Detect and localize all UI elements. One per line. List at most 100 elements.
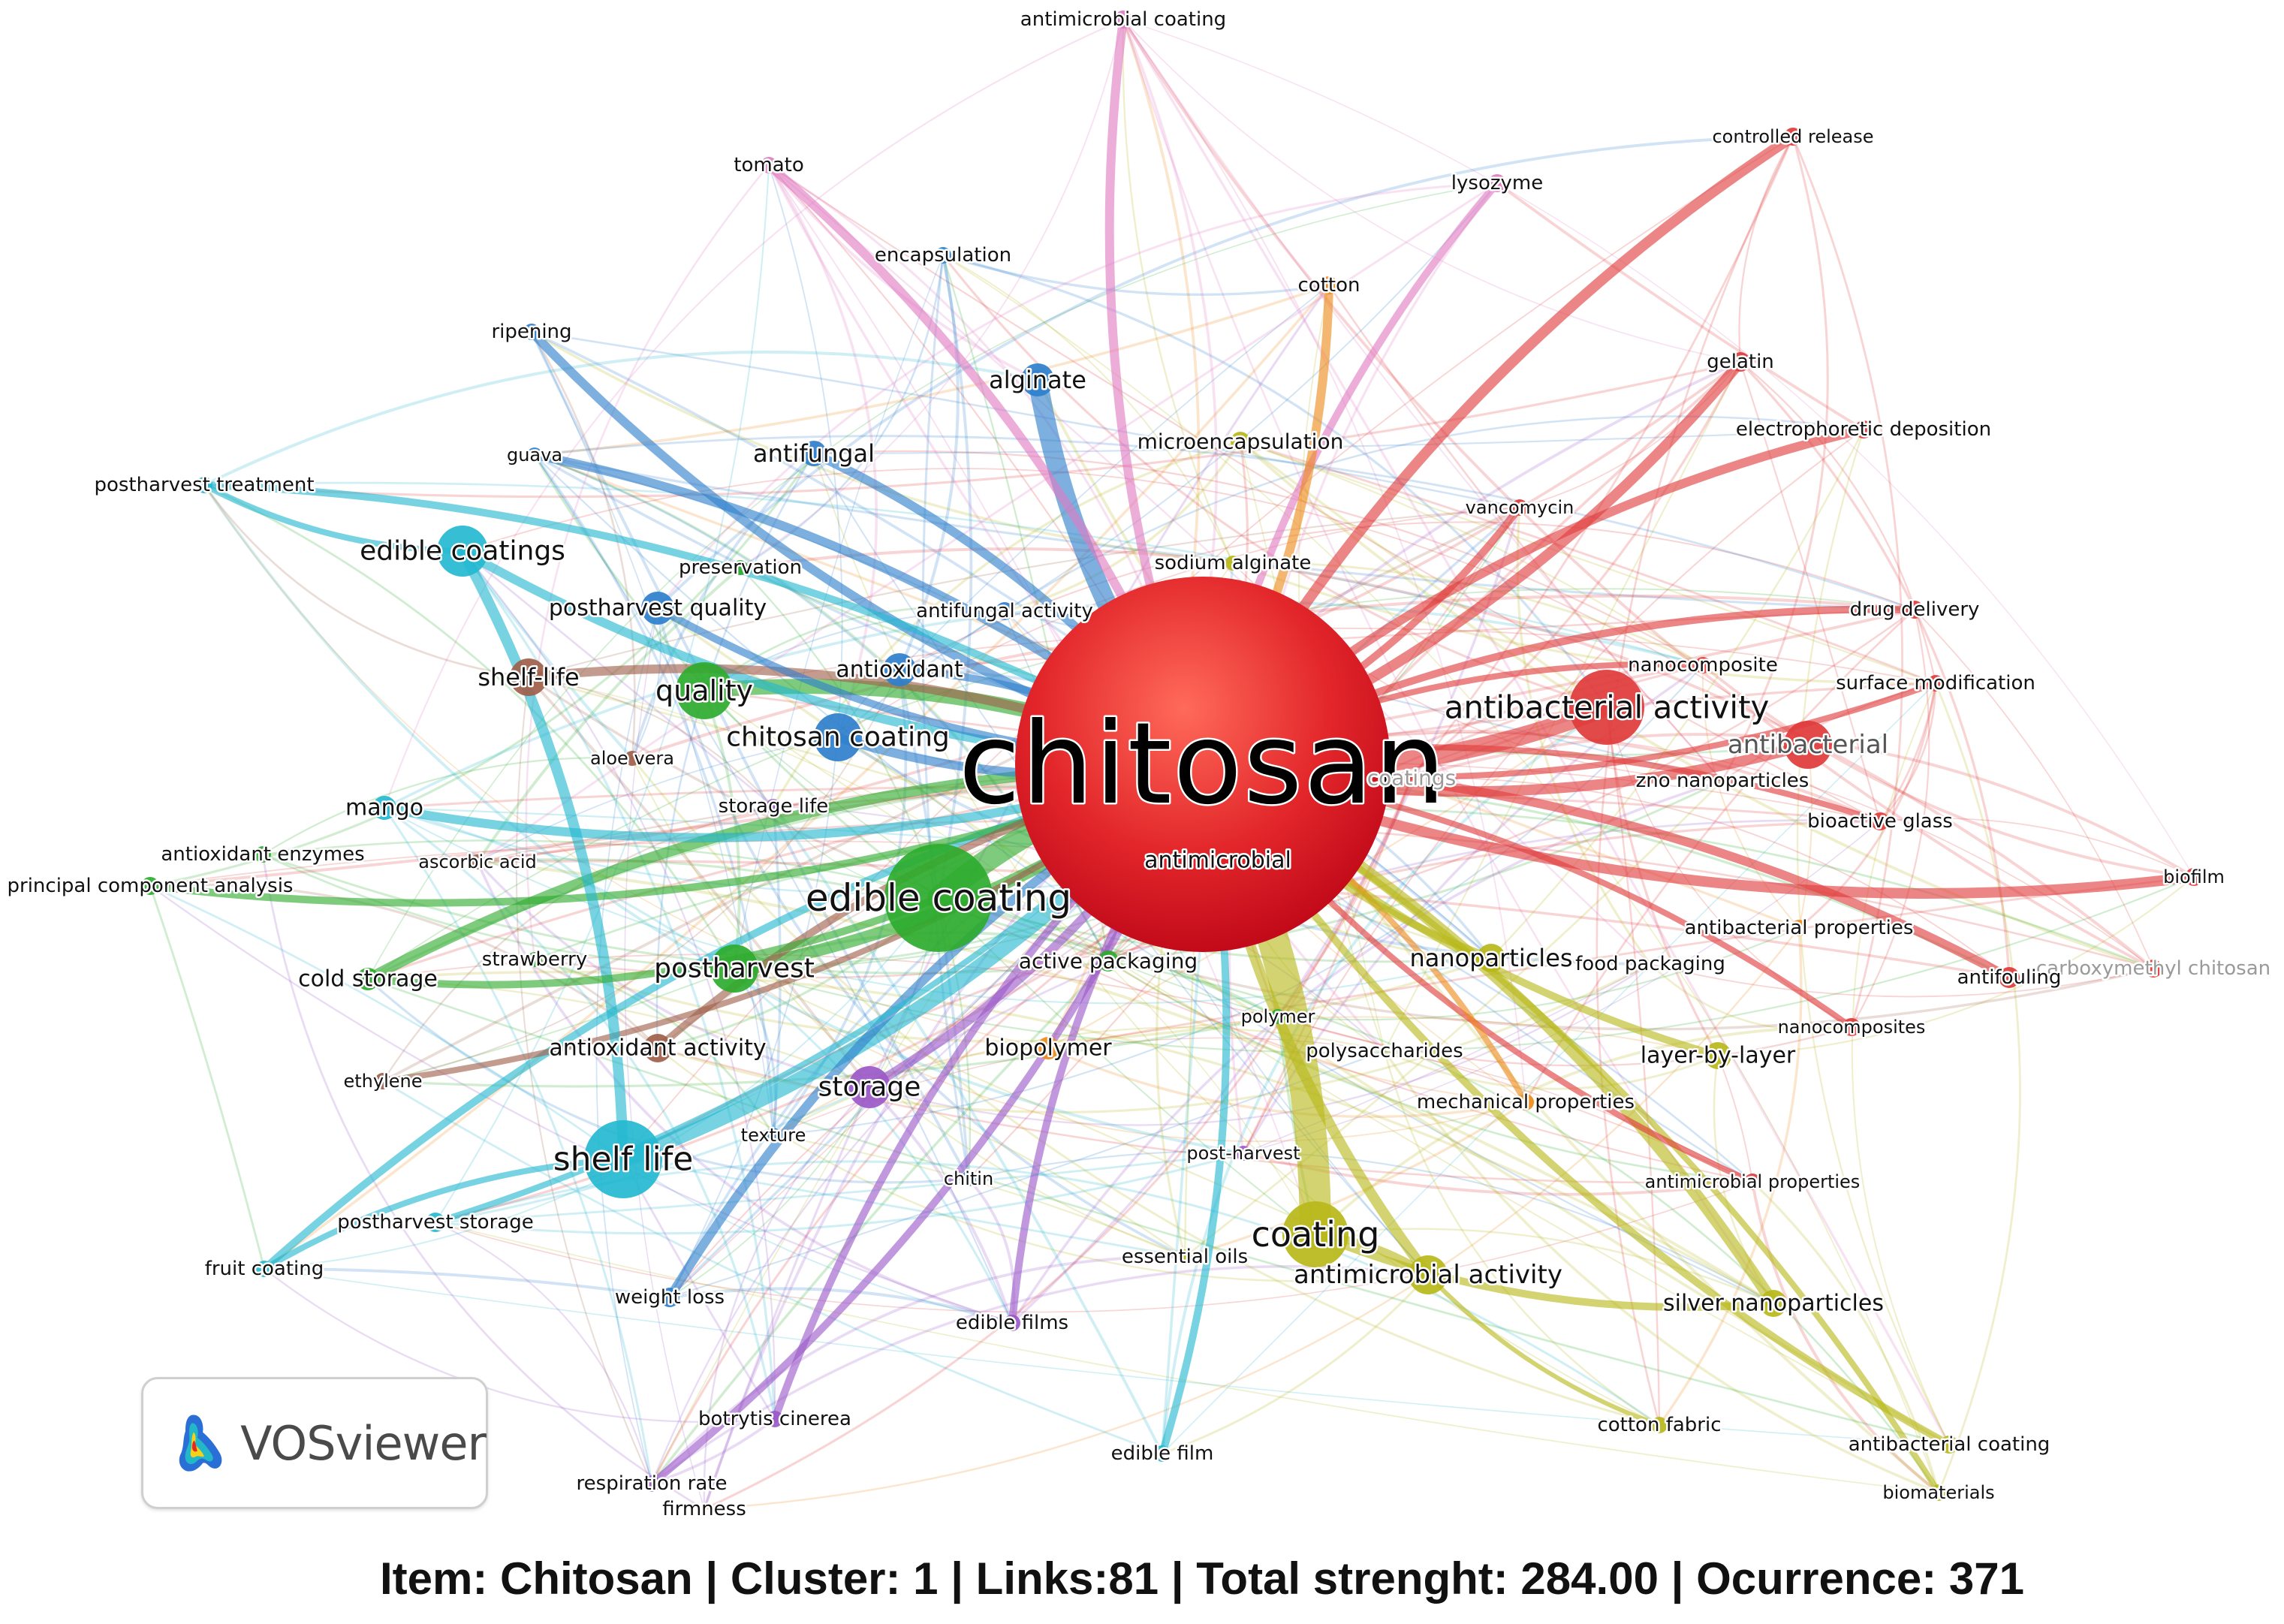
node-texture[interactable] — [766, 1128, 781, 1143]
node-postharvest[interactable] — [710, 945, 758, 993]
node-nanoparticles[interactable] — [1477, 944, 1505, 972]
label-principal-component-analysis: principal component analysis — [8, 875, 294, 897]
node-antifungal[interactable] — [801, 441, 827, 466]
background-link — [1717, 876, 2195, 1057]
node-nanocomposite[interactable] — [1695, 657, 1711, 673]
node-chitin[interactable] — [961, 1171, 976, 1186]
background-link — [1701, 664, 1800, 929]
node-antioxidant[interactable] — [883, 653, 916, 686]
node-strawberry[interactable] — [527, 952, 542, 967]
node-mechanical-properties[interactable] — [1517, 1094, 1534, 1110]
node-biopolymer[interactable] — [1037, 1037, 1059, 1059]
node-antifungal-activity[interactable] — [996, 602, 1014, 620]
background-link — [382, 968, 735, 1082]
node-cotton[interactable] — [1320, 276, 1338, 294]
background-link — [1879, 818, 2195, 878]
background-link — [203, 484, 736, 969]
node-gelatin[interactable] — [1731, 352, 1750, 372]
node-botrytis-cinerea[interactable] — [767, 1411, 783, 1427]
label-food-packaging: food packaging — [1575, 953, 1725, 975]
node-edible-coating[interactable] — [884, 844, 993, 952]
node-fruit-coating[interactable] — [256, 1261, 273, 1277]
node-post-harvest[interactable] — [1236, 1146, 1251, 1161]
node-antioxidant-activity[interactable] — [643, 1034, 672, 1062]
node-coating[interactable] — [1282, 1201, 1348, 1267]
node-shelf-life[interactable] — [584, 1120, 662, 1198]
node-nanocomposites[interactable] — [1843, 1018, 1861, 1036]
node-electrophoretic-deposition[interactable] — [1855, 420, 1873, 438]
node-biofilm[interactable] — [2185, 868, 2203, 886]
node-mango[interactable] — [372, 796, 396, 820]
node-storage-life[interactable] — [766, 799, 781, 814]
node-tomato[interactable] — [761, 157, 777, 173]
node-chitosan-coating[interactable] — [814, 713, 862, 761]
node-respiration-rate[interactable] — [643, 1475, 660, 1492]
node-cold-storage[interactable] — [357, 968, 379, 990]
background-link — [1277, 926, 1800, 1021]
node-principal-component-analysis[interactable] — [141, 877, 159, 895]
node-ethylene[interactable] — [375, 1073, 391, 1089]
node-shelf-life-hyphen[interactable] — [510, 658, 547, 696]
node-silver-nanoparticles[interactable] — [1760, 1290, 1787, 1317]
node-microencapsulation[interactable] — [1231, 432, 1250, 451]
node-antibacterial-properties[interactable] — [1791, 920, 1807, 936]
node-chitosan[interactable] — [1015, 577, 1391, 952]
node-edible-coatings[interactable] — [437, 526, 488, 577]
node-bioactive-glass[interactable] — [1871, 812, 1889, 830]
node-carboxymethyl-chitosan[interactable] — [2144, 960, 2162, 978]
background-link — [1277, 1015, 1852, 1067]
node-active-packaging[interactable] — [1098, 951, 1119, 972]
node-antimicrobial-activity[interactable] — [1409, 1255, 1448, 1294]
background-link — [1740, 361, 1882, 822]
node-sodium-alginate[interactable] — [1225, 556, 1240, 571]
node-guava[interactable] — [527, 447, 542, 462]
node-edible-films[interactable] — [1004, 1315, 1020, 1331]
node-cotton-fabric[interactable] — [1651, 1417, 1668, 1433]
node-antibacterial-coating[interactable] — [1940, 1436, 1958, 1454]
node-lysozyme[interactable] — [1488, 174, 1506, 192]
node-encapsulation[interactable] — [935, 247, 951, 264]
background-link — [1384, 361, 1741, 1052]
background-link — [1327, 285, 1723, 782]
node-drug-delivery[interactable] — [1906, 601, 1924, 619]
label-ripening: ripening — [491, 321, 571, 343]
node-postharvest-storage[interactable] — [426, 1213, 445, 1232]
node-controlled-release[interactable] — [1784, 128, 1802, 146]
background-link — [1184, 1101, 1526, 1258]
node-ripening[interactable] — [523, 324, 540, 340]
node-quality[interactable] — [676, 662, 733, 719]
node-alginate[interactable] — [1021, 363, 1054, 396]
node-weight-loss[interactable] — [660, 1288, 679, 1307]
node-antibacterial[interactable] — [1784, 721, 1832, 769]
node-storage[interactable] — [848, 1066, 890, 1108]
node-ascorbic-acid[interactable] — [470, 854, 485, 869]
node-antioxidant-enzymes[interactable] — [255, 846, 271, 863]
node-antimicrobial-coating[interactable] — [1114, 11, 1132, 29]
label-shelf-life-hyphen: shelf-life — [478, 663, 579, 691]
node-vancomycin[interactable] — [1511, 499, 1528, 516]
label-coatings: coatings — [1367, 766, 1457, 791]
node-preservation[interactable] — [733, 560, 748, 575]
node-surface-modification[interactable] — [1927, 675, 1944, 691]
node-polymer[interactable] — [1270, 1009, 1285, 1024]
node-biomaterials[interactable] — [1930, 1484, 1947, 1501]
node-edible-film[interactable] — [1154, 1445, 1171, 1462]
background-link — [1240, 440, 1936, 685]
background-link — [650, 859, 1219, 1484]
label-antimicrobial-coating: antimicrobial coating — [1020, 8, 1226, 31]
background-link — [650, 960, 1110, 1485]
background-link — [1739, 360, 2011, 978]
node-antibacterial-activity[interactable] — [1569, 670, 1644, 745]
background-link — [384, 806, 776, 1420]
node-postharvest-treatment[interactable] — [196, 477, 212, 493]
node-antifouling[interactable] — [1999, 967, 2020, 988]
background-link — [1701, 664, 2195, 878]
node-aloe-vera[interactable] — [625, 751, 640, 766]
node-antimicrobial-properties[interactable] — [1744, 1174, 1761, 1190]
node-postharvest-quality[interactable] — [641, 592, 674, 625]
node-essential-oils[interactable] — [1177, 1249, 1192, 1264]
label-antimicrobial-activity: antimicrobial activity — [1294, 1260, 1562, 1290]
node-layer-by-layer[interactable] — [1704, 1042, 1731, 1069]
background-link — [262, 839, 1279, 1018]
